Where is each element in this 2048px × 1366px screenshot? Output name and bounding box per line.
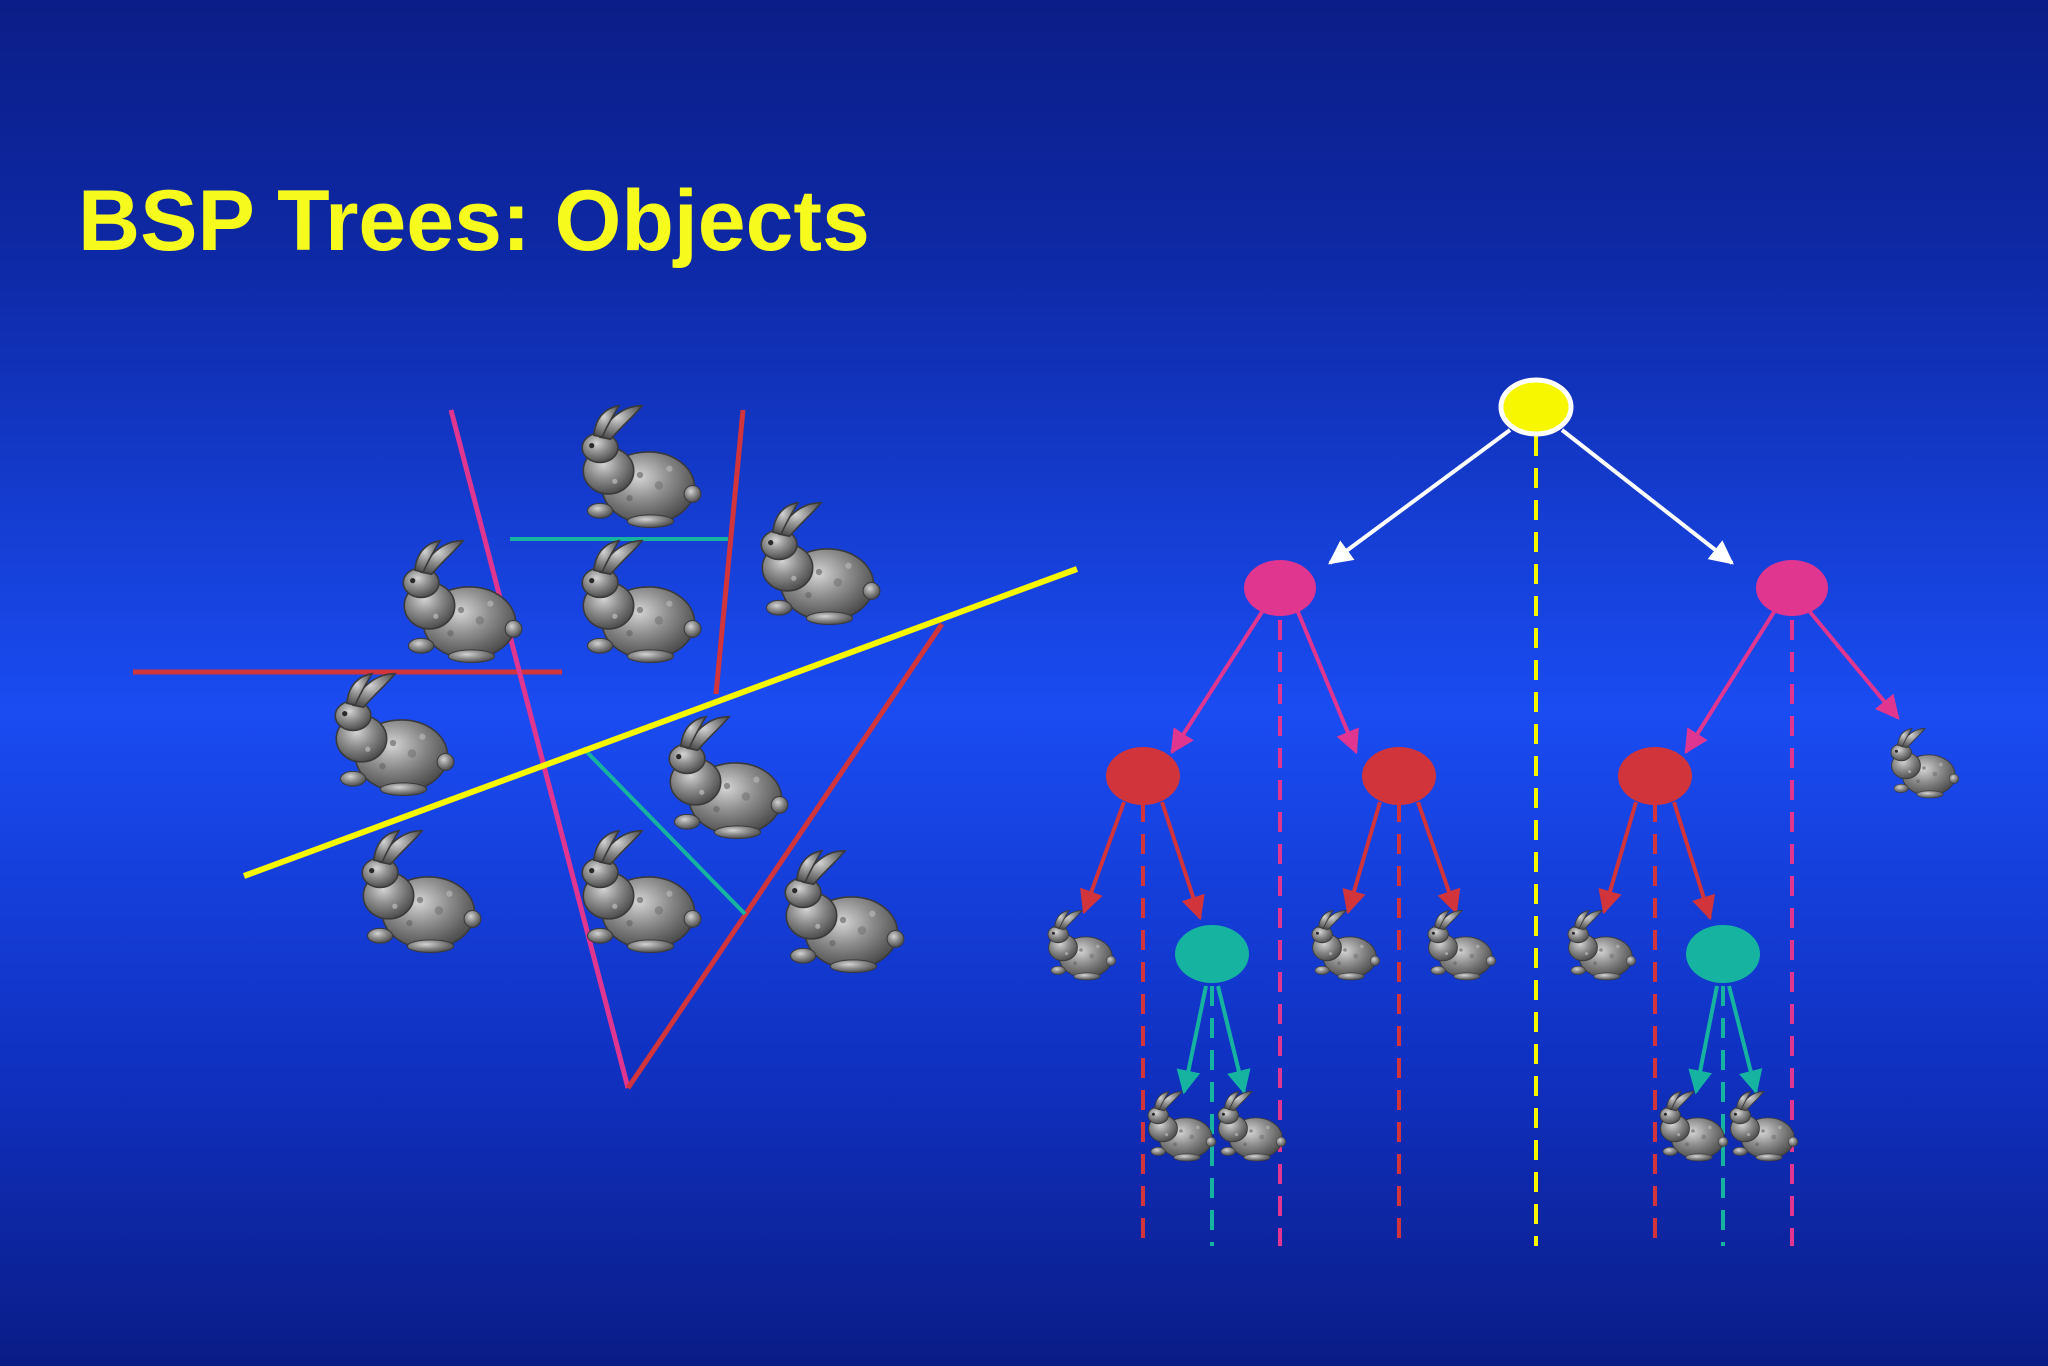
edge-r3-left (1598, 801, 1638, 915)
bunny-icon (784, 849, 905, 974)
bunny-icon (1147, 1090, 1217, 1162)
edge-c2-right (1727, 985, 1763, 1095)
edge-m2-right (1808, 610, 1900, 720)
bunny-icon (361, 829, 482, 954)
bunny-icon (1659, 1090, 1729, 1162)
edge-r2-right (1416, 801, 1461, 915)
tree-node-magenta-left (1244, 560, 1316, 616)
edge-root-right (1560, 428, 1734, 565)
bunny-icon (1729, 1090, 1799, 1162)
bunny-icon (1311, 909, 1381, 981)
scene-partition (133, 404, 1079, 1090)
bunny-icon (1047, 909, 1117, 981)
edge-r1-right (1160, 801, 1205, 921)
bunny-icon (581, 404, 702, 529)
slide-title: BSP Trees: Objects (78, 173, 870, 269)
bunny-icon (1567, 909, 1637, 981)
plane-red-vertical (713, 409, 746, 695)
tree-node-red-3 (1618, 747, 1692, 805)
edge-c1-left (1176, 985, 1208, 1095)
bunny-icon (581, 539, 702, 664)
edge-c1-right (1216, 985, 1251, 1095)
edge-r3-right (1672, 801, 1716, 921)
edge-m1-right (1296, 611, 1359, 755)
tree-node-root (1498, 377, 1574, 437)
edge-r2-left (1342, 801, 1382, 915)
tree-node-magenta-right (1756, 560, 1828, 616)
bunny-icon (668, 715, 789, 840)
bunny-icon (1427, 909, 1497, 981)
plane-cyan-diagonal (581, 746, 747, 916)
edge-root-left (1328, 428, 1512, 565)
edge-c2-left (1688, 985, 1719, 1095)
bunny-icon (1890, 727, 1960, 799)
bsp-tree (1047, 377, 1960, 1246)
bunny-icon (760, 501, 881, 626)
plane-red-v-right (625, 622, 945, 1090)
plane-yellow-root (242, 566, 1079, 879)
tree-node-cyan-2 (1686, 925, 1760, 983)
plane-magenta (448, 409, 631, 1089)
bunny-icon (1217, 1090, 1287, 1162)
edge-m1-left (1170, 610, 1264, 755)
bunny-icon (402, 539, 523, 664)
tree-node-red-2 (1362, 747, 1436, 805)
tree-node-cyan-1 (1175, 925, 1249, 983)
bunny-icon (334, 672, 455, 797)
edge-m2-left (1684, 610, 1776, 755)
tree-node-red-1 (1106, 747, 1180, 805)
edge-r1-left (1080, 801, 1126, 915)
